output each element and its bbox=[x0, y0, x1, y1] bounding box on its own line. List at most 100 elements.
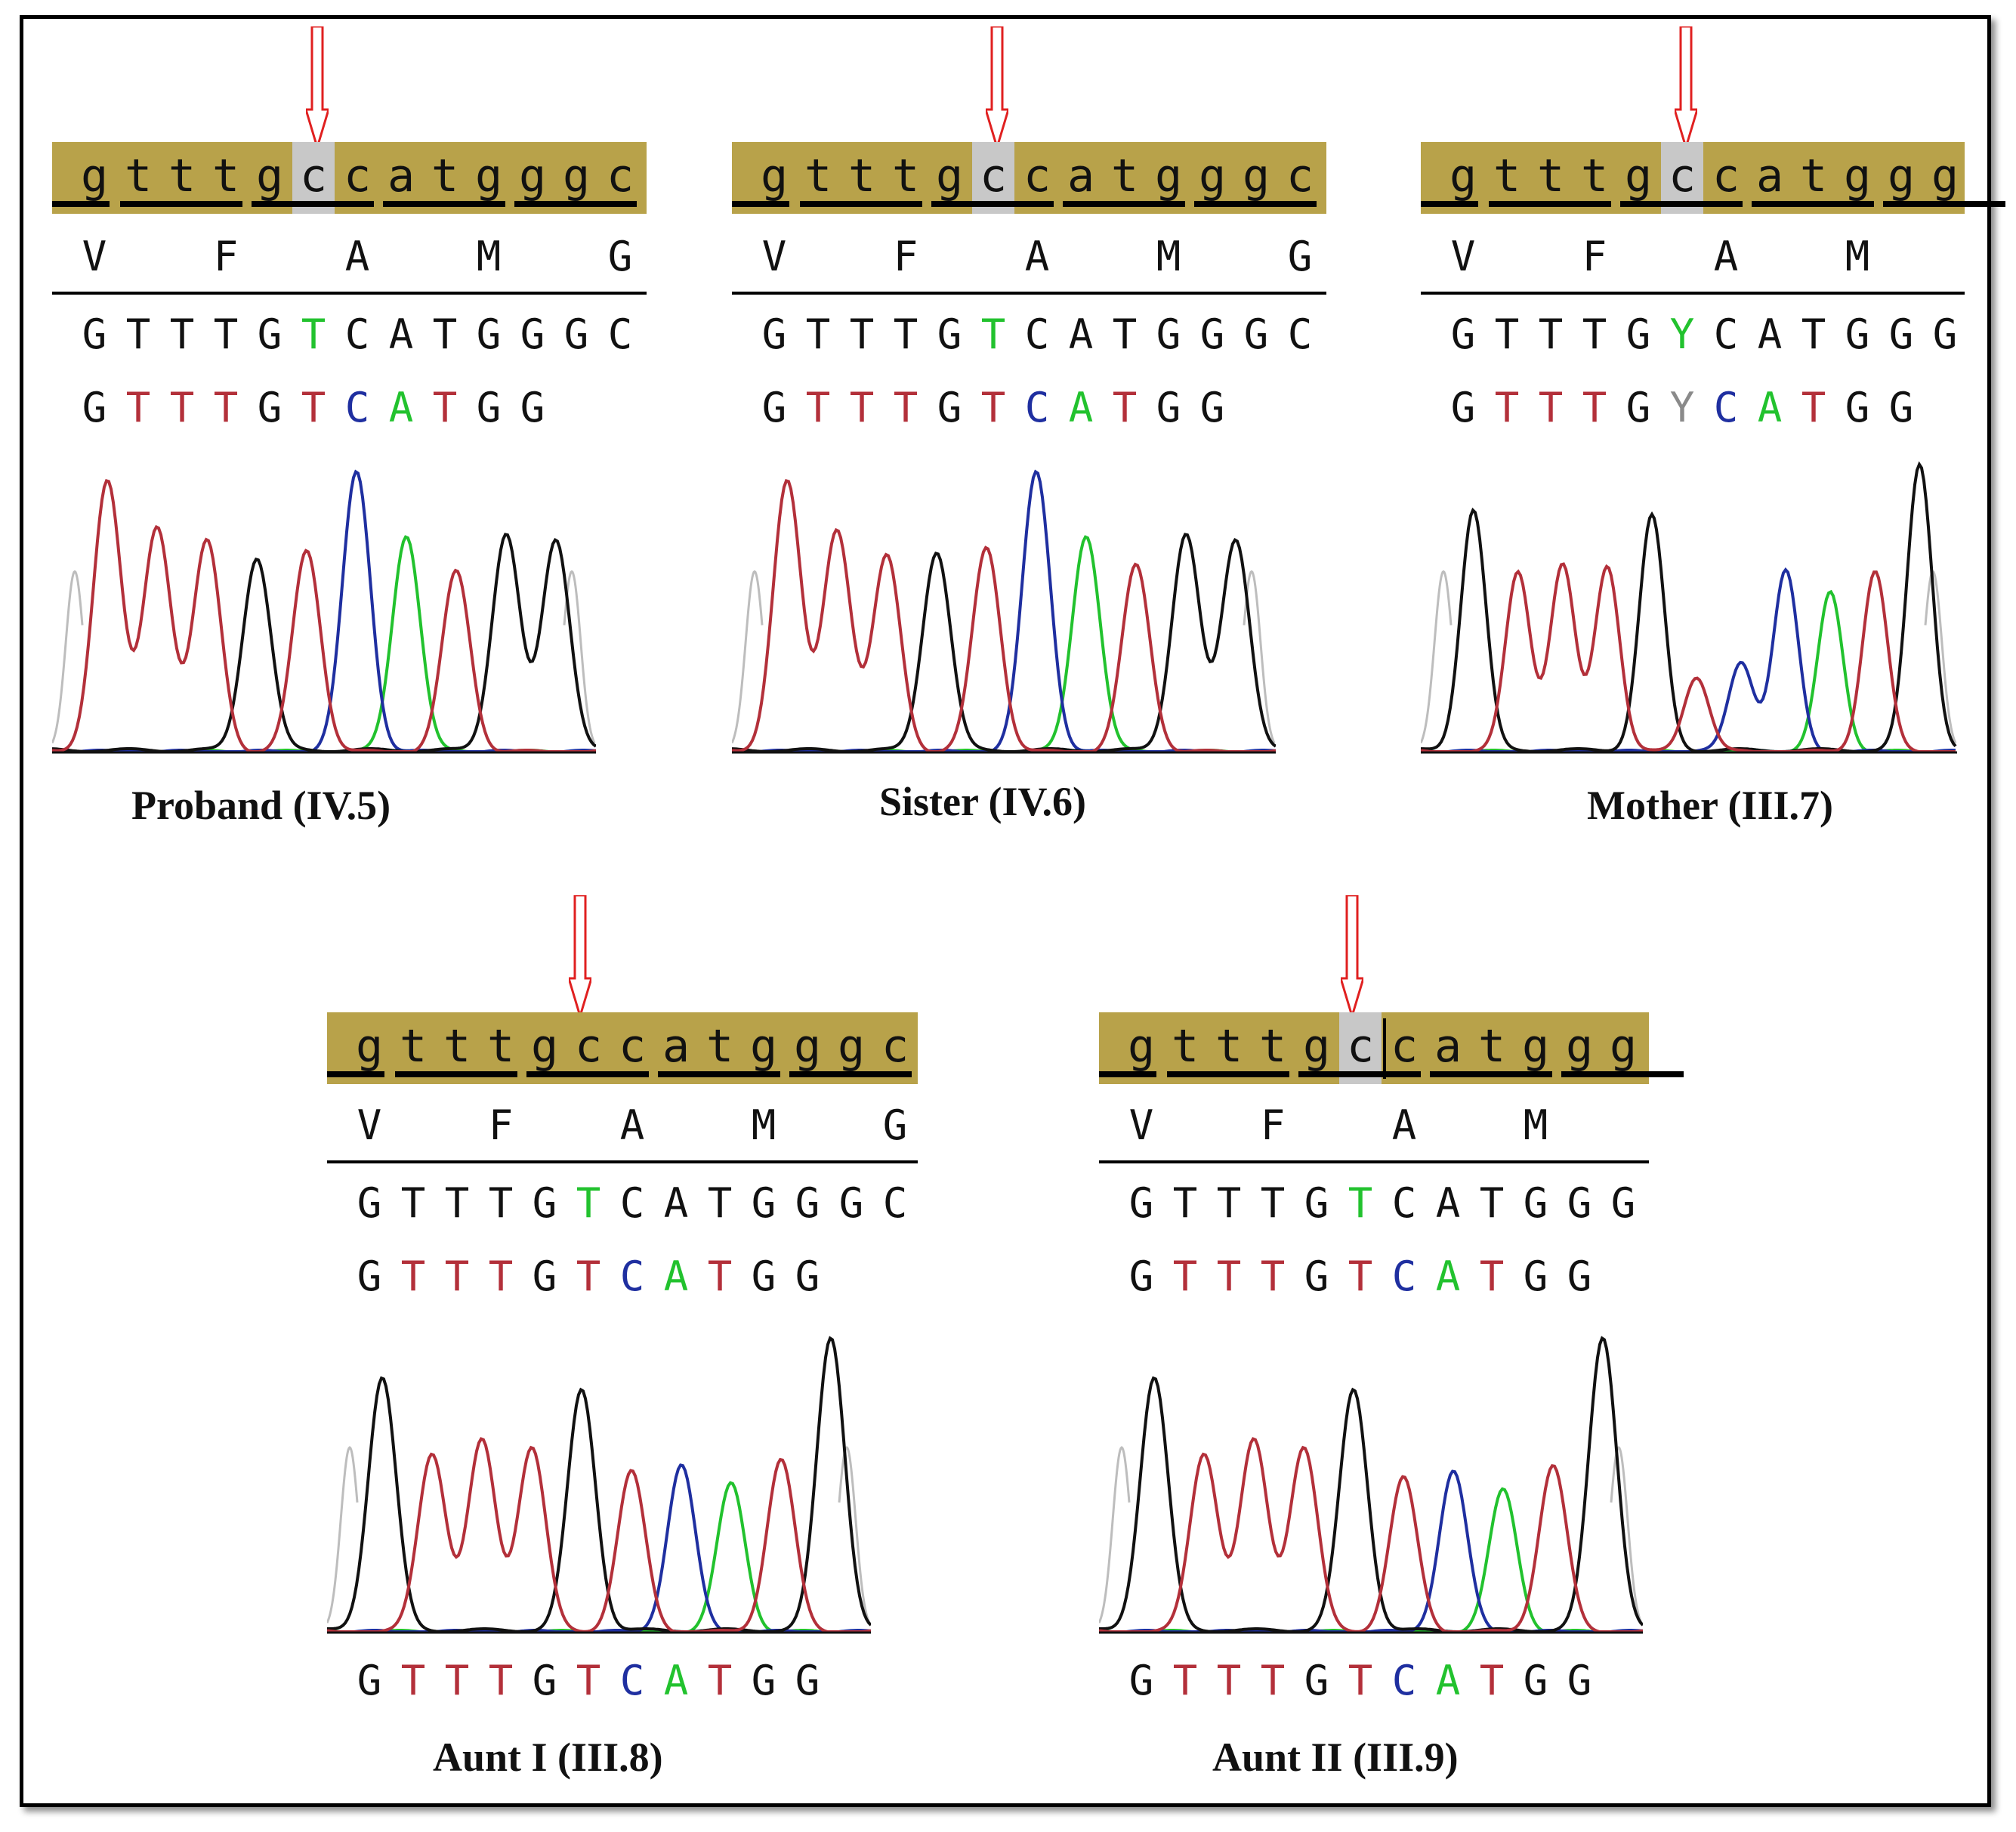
consensus-base: G bbox=[1523, 1179, 1548, 1227]
reference-base: g bbox=[249, 142, 291, 214]
reference-base: t bbox=[1104, 142, 1146, 214]
reference-base-letter: a bbox=[1434, 1020, 1462, 1073]
panel-label: Sister (IV.6) bbox=[879, 779, 1087, 824]
reference-base: g bbox=[742, 1012, 785, 1084]
consensus-base: G bbox=[563, 310, 589, 358]
consensus-base: T bbox=[169, 310, 195, 358]
chromatogram-trace bbox=[732, 469, 1276, 754]
reference-base-letter: c bbox=[606, 150, 634, 202]
reference-base-letter: g bbox=[793, 1020, 822, 1073]
reference-base: t bbox=[117, 142, 159, 214]
codon-underline bbox=[658, 1071, 780, 1077]
base-call: G bbox=[1523, 1253, 1548, 1300]
consensus-base: C bbox=[1713, 310, 1739, 358]
edge-trace bbox=[1610, 1445, 1643, 1623]
reference-base-letter: g bbox=[749, 1020, 778, 1073]
base-call: T bbox=[400, 1253, 426, 1300]
reference-base: g bbox=[1836, 142, 1879, 214]
consensus-base: T bbox=[125, 310, 151, 358]
consensus-base: A bbox=[388, 310, 414, 358]
consensus-base: C bbox=[1391, 1179, 1417, 1227]
reference-base: c bbox=[599, 142, 641, 214]
consensus-base: C bbox=[1024, 310, 1050, 358]
bottom-base-call: T bbox=[1260, 1657, 1286, 1704]
consensus-base: G bbox=[1625, 310, 1651, 358]
codon-underline bbox=[1099, 1071, 1156, 1077]
base-call: G bbox=[1199, 384, 1225, 431]
reference-base: c bbox=[874, 1012, 916, 1084]
mutation-arrow-icon bbox=[1341, 895, 1363, 1016]
reference-base-letter: g bbox=[1521, 1020, 1550, 1073]
consensus-base: T bbox=[488, 1179, 514, 1227]
chromatogram-trace bbox=[1421, 461, 1957, 754]
trace-c bbox=[52, 469, 596, 753]
base-call: T bbox=[1112, 384, 1138, 431]
reference-base-letter: t bbox=[1171, 1020, 1199, 1073]
reference-base: t bbox=[699, 1012, 741, 1084]
reference-base-letter: c bbox=[979, 150, 1008, 202]
amino-acid: V bbox=[1128, 1101, 1154, 1149]
trace-t bbox=[732, 478, 1276, 753]
consensus-base: T bbox=[1216, 1179, 1242, 1227]
amino-acid: V bbox=[1450, 233, 1476, 280]
reference-base-letter: a bbox=[1067, 150, 1095, 202]
reference-base-letter: t bbox=[1580, 150, 1609, 202]
reference-base-letter: t bbox=[1110, 150, 1139, 202]
amino-acid: V bbox=[357, 1101, 382, 1149]
reference-base-letter: c bbox=[1286, 150, 1314, 202]
codon-underline bbox=[800, 201, 922, 207]
consensus-base: T bbox=[1172, 1179, 1198, 1227]
bottom-base-call: G bbox=[357, 1657, 382, 1704]
amino-acid-rule bbox=[1099, 1160, 1649, 1163]
amino-acid: M bbox=[476, 233, 502, 280]
mutation-arrow-icon bbox=[306, 26, 329, 147]
cut-marker bbox=[1383, 1018, 1386, 1079]
reference-base: t bbox=[205, 142, 247, 214]
reference-base-letter: t bbox=[1493, 150, 1521, 202]
reference-base-letter: g bbox=[518, 150, 547, 202]
codon-underline bbox=[732, 201, 789, 207]
reference-base: g bbox=[1558, 1012, 1601, 1084]
reference-base: g bbox=[1120, 1012, 1162, 1084]
bottom-base-call: T bbox=[444, 1657, 470, 1704]
codon-underline bbox=[1883, 201, 2005, 207]
consensus-base: G bbox=[532, 1179, 557, 1227]
consensus-base: A bbox=[1068, 310, 1094, 358]
codon-underline bbox=[1561, 1071, 1684, 1077]
base-call: T bbox=[1494, 384, 1520, 431]
amino-acid: G bbox=[1287, 233, 1313, 280]
amino-acid: F bbox=[893, 233, 918, 280]
reference-base: t bbox=[1252, 1012, 1294, 1084]
reference-base: g bbox=[1602, 1012, 1644, 1084]
codon-underline bbox=[1489, 201, 1611, 207]
bottom-base-call: T bbox=[1348, 1657, 1373, 1704]
bottom-base-call: C bbox=[1391, 1657, 1417, 1704]
amino-acid: A bbox=[344, 233, 370, 280]
amino-acid: F bbox=[213, 233, 239, 280]
base-call: T bbox=[1348, 1253, 1373, 1300]
reference-base: t bbox=[1471, 1012, 1513, 1084]
panel-label: Aunt II (III.9) bbox=[1212, 1735, 1459, 1780]
reference-base-letter: g bbox=[1931, 150, 1959, 202]
reference-base: c bbox=[1016, 142, 1058, 214]
bottom-base-call: G bbox=[1304, 1657, 1329, 1704]
base-call: C bbox=[1391, 1253, 1417, 1300]
reference-base-letter: t bbox=[804, 150, 832, 202]
bottom-base-call: G bbox=[795, 1657, 820, 1704]
codon-underline bbox=[1063, 201, 1185, 207]
amino-acid: M bbox=[1156, 233, 1181, 280]
trace-g bbox=[732, 533, 1276, 753]
codon-underline bbox=[789, 1071, 912, 1077]
base-call: C bbox=[1713, 384, 1739, 431]
codon-underline bbox=[1430, 1071, 1552, 1077]
codon-underline bbox=[1421, 201, 1478, 207]
